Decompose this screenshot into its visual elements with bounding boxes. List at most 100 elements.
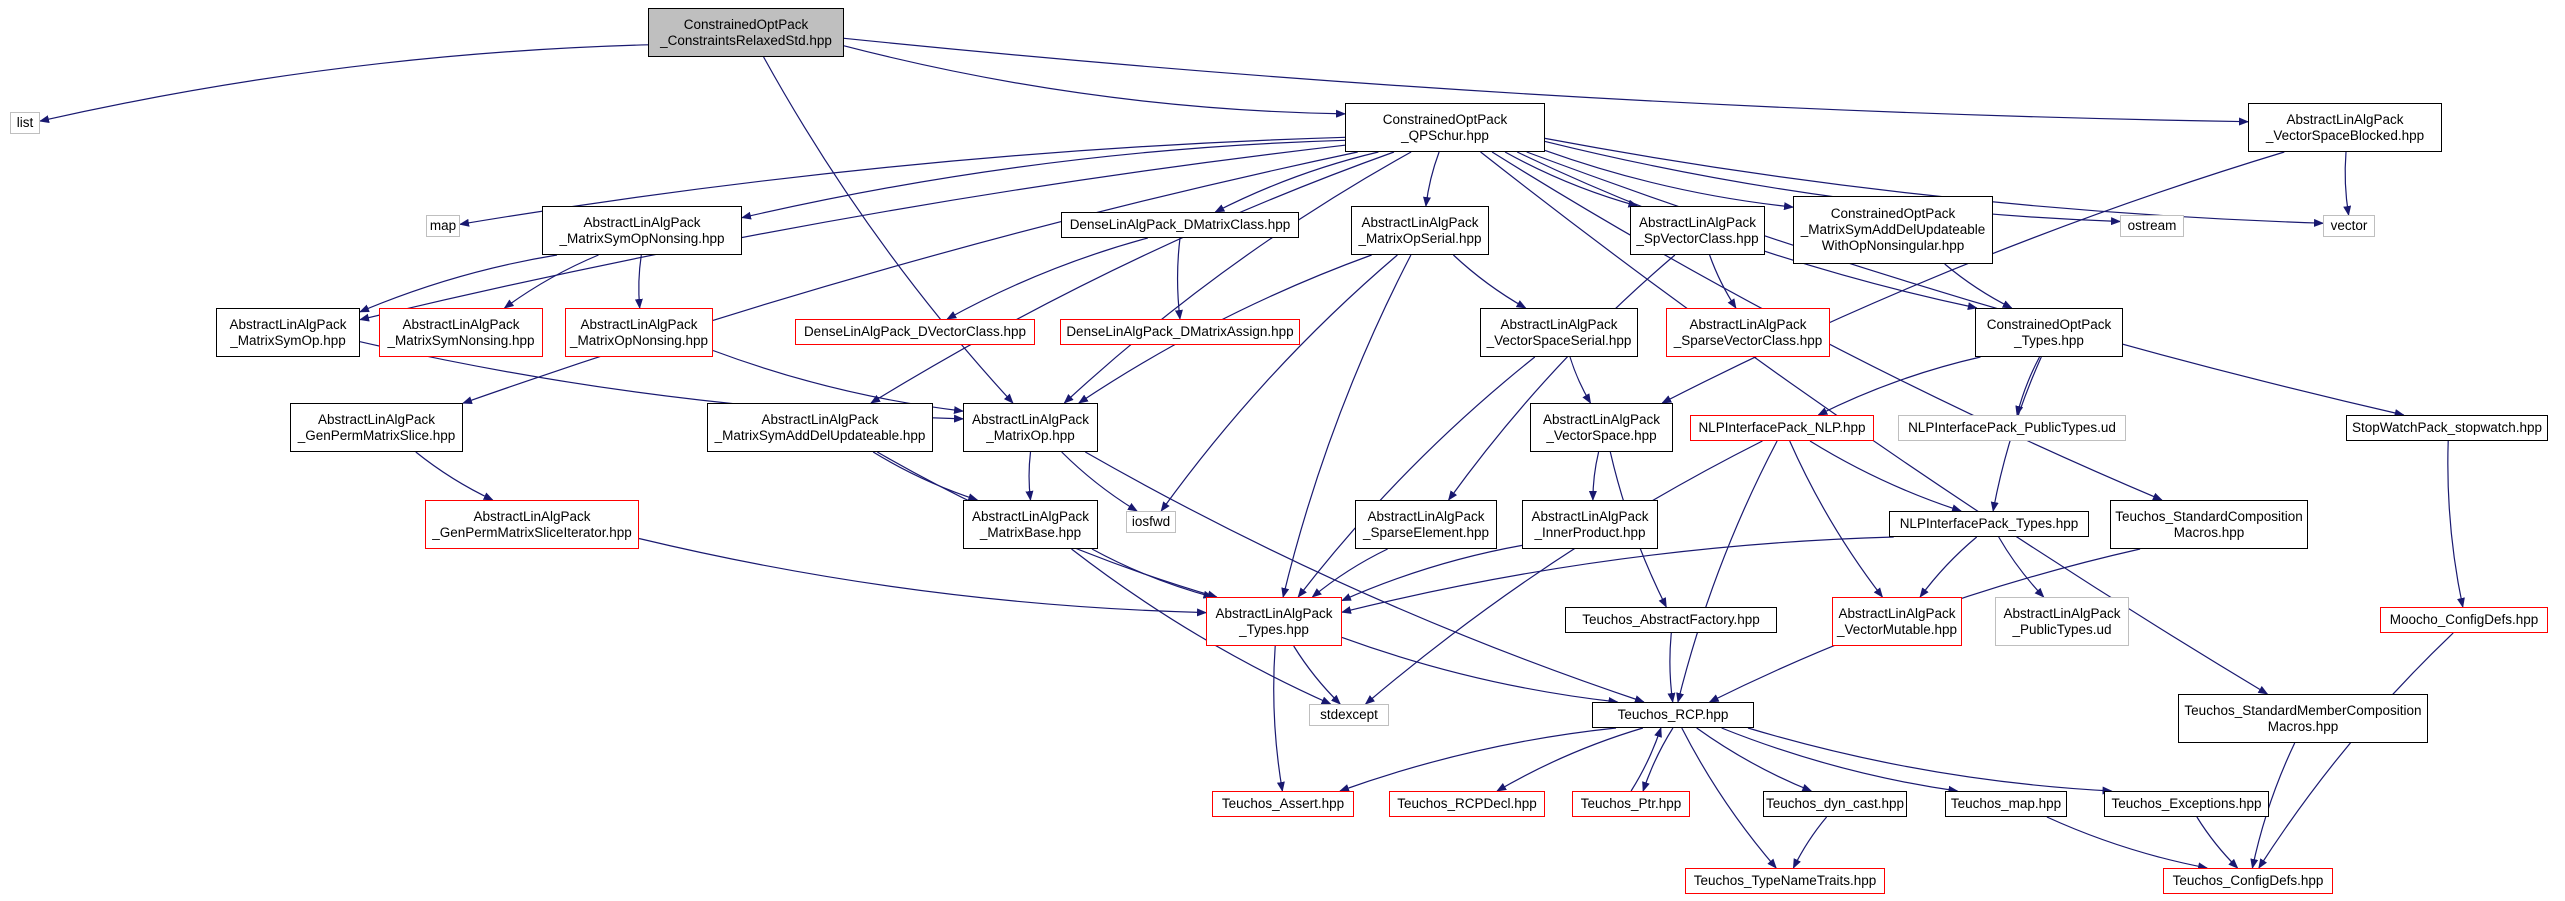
graph-edge-cop_types-to-nlp_pubtypes bbox=[2015, 356, 2041, 416]
graph-node-configdefs[interactable]: Teuchos_ConfigDefs.hpp bbox=[2163, 868, 2333, 894]
graph-node-list: list bbox=[10, 112, 40, 134]
graph-edge-msymopnons-to-msymop bbox=[359, 254, 558, 313]
graph-edge-mop-to-iosfwd bbox=[1061, 451, 1138, 512]
graph-edge-dmatrixclass-to-dmatrixassign bbox=[1174, 237, 1183, 320]
graph-node-alap_types[interactable]: AbstractLinAlgPack _Types.hpp bbox=[1206, 597, 1342, 646]
graph-node-genpermiter[interactable]: AbstractLinAlgPack _GenPermMatrixSliceIt… bbox=[425, 500, 639, 549]
graph-edge-qpschur-to-spvectorclass bbox=[1504, 151, 1639, 208]
graph-edge-vsblocked-to-vector bbox=[2343, 151, 2352, 216]
graph-node-msymopnons[interactable]: AbstractLinAlgPack _MatrixSymOpNonsing.h… bbox=[542, 206, 742, 255]
graph-edge-root-to-mop bbox=[763, 56, 1014, 404]
graph-edge-mop-to-mbase bbox=[1025, 451, 1034, 501]
graph-node-msymadddel[interactable]: AbstractLinAlgPack _MatrixSymAddDelUpdat… bbox=[707, 403, 933, 452]
graph-edge-root-to-qpschur bbox=[843, 45, 1346, 118]
graph-node-dmatrixassign[interactable]: DenseLinAlgPack_DMatrixAssign.hpp bbox=[1060, 319, 1300, 345]
graph-node-stopwatch[interactable]: StopWatchPack_stopwatch.hpp bbox=[2346, 415, 2548, 441]
edge-layer bbox=[39, 37, 2465, 871]
graph-node-msymnonsing[interactable]: AbstractLinAlgPack _MatrixSymNonsing.hpp bbox=[379, 308, 543, 357]
graph-edge-genpermiter-to-alap_types bbox=[638, 537, 1207, 617]
graph-edge-mop-to-rcp bbox=[1085, 451, 1645, 703]
graph-edge-spvectorclass-to-sparseelement bbox=[1448, 254, 1676, 501]
graph-edge-qpschur-to-mopserial bbox=[1423, 151, 1440, 207]
graph-edge-exceptions-to-configdefs bbox=[2196, 816, 2239, 869]
graph-edge-absfactory-to-rcp bbox=[1667, 632, 1676, 703]
graph-edge-genperm-to-genpermiter bbox=[415, 451, 494, 501]
graph-node-dyncast[interactable]: Teuchos_dyn_cast.hpp bbox=[1763, 791, 1907, 817]
graph-edge-rcp-to-ptr bbox=[1642, 727, 1674, 792]
graph-node-vector: vector bbox=[2323, 215, 2375, 237]
graph-node-ostream: ostream bbox=[2120, 215, 2184, 237]
graph-node-vspace[interactable]: AbstractLinAlgPack _VectorSpace.hpp bbox=[1530, 403, 1673, 452]
graph-edge-msymadddel-to-mbase bbox=[872, 451, 979, 502]
graph-node-stdcomp[interactable]: Teuchos_StandardComposition Macros.hpp bbox=[2110, 500, 2308, 549]
graph-node-assert[interactable]: Teuchos_Assert.hpp bbox=[1212, 791, 1354, 817]
graph-node-tmap[interactable]: Teuchos_map.hpp bbox=[1945, 791, 2067, 817]
graph-edge-alap_types-to-stdexcept bbox=[1293, 645, 1341, 705]
graph-edge-qpschur-to-genperm bbox=[462, 151, 1358, 404]
graph-node-mopnonsing[interactable]: AbstractLinAlgPack _MatrixOpNonsing.hpp bbox=[565, 308, 713, 357]
graph-node-sparseelement[interactable]: AbstractLinAlgPack _SparseElement.hpp bbox=[1355, 500, 1497, 549]
graph-edge-dyncast-to-typenametraits bbox=[1792, 816, 1828, 869]
graph-edge-qpschur-to-map bbox=[459, 136, 1346, 227]
graph-node-iosfwd: iosfwd bbox=[1126, 511, 1176, 533]
graph-node-nlp_types[interactable]: NLPInterfacePack_Types.hpp bbox=[1889, 511, 2089, 537]
graph-edge-mopnonsing-to-mop bbox=[712, 349, 964, 415]
graph-edge-qpschur-to-msymadddel bbox=[870, 151, 1395, 404]
graph-node-cop_types[interactable]: ConstrainedOptPack _Types.hpp bbox=[1975, 308, 2123, 357]
graph-node-qpschur[interactable]: ConstrainedOptPack _QPSchur.hpp bbox=[1345, 103, 1545, 152]
graph-edge-alap_types-to-assert bbox=[1273, 645, 1285, 792]
graph-node-spvectorclass[interactable]: AbstractLinAlgPack _SpVectorClass.hpp bbox=[1630, 206, 1765, 255]
graph-edge-nlp_types-to-vecmutable bbox=[1919, 536, 1978, 598]
graph-node-vsblocked[interactable]: AbstractLinAlgPack _VectorSpaceBlocked.h… bbox=[2248, 103, 2442, 152]
graph-node-genperm[interactable]: AbstractLinAlgPack _GenPermMatrixSlice.h… bbox=[290, 403, 463, 452]
graph-node-vsserial[interactable]: AbstractLinAlgPack _VectorSpaceSerial.hp… bbox=[1480, 308, 1638, 357]
graph-edge-rcp-to-exceptions bbox=[1747, 727, 2113, 795]
graph-edge-qpschur-to-stopwatch bbox=[1526, 151, 2405, 417]
graph-node-rcp[interactable]: Teuchos_RCP.hpp bbox=[1592, 702, 1754, 728]
graph-node-dmatrixclass[interactable]: DenseLinAlgPack_DMatrixClass.hpp bbox=[1061, 212, 1299, 238]
graph-node-rcpdecl[interactable]: Teuchos_RCPDecl.hpp bbox=[1389, 791, 1545, 817]
graph-edge-mopserial-to-iosfwd bbox=[1160, 254, 1398, 512]
graph-edge-innerproduct-to-alap_types bbox=[1341, 544, 1523, 602]
graph-node-stdmembercomp[interactable]: Teuchos_StandardMemberComposition Macros… bbox=[2178, 694, 2428, 743]
graph-node-innerproduct[interactable]: AbstractLinAlgPack _InnerProduct.hpp bbox=[1522, 500, 1658, 549]
graph-node-exceptions[interactable]: Teuchos_Exceptions.hpp bbox=[2104, 791, 2269, 817]
graph-node-msymop[interactable]: AbstractLinAlgPack _MatrixSymOp.hpp bbox=[216, 308, 360, 357]
graph-edge-rcp-to-assert bbox=[1339, 727, 1617, 792]
graph-edge-qpschur-to-dmatrixclass bbox=[1214, 151, 1379, 213]
graph-node-map: map bbox=[426, 215, 460, 237]
graph-node-ptr[interactable]: Teuchos_Ptr.hpp bbox=[1572, 791, 1690, 817]
graph-edge-stopwatch-to-moocho_cfg bbox=[2447, 440, 2465, 608]
graph-edge-rcp-to-rcpdecl bbox=[1496, 727, 1644, 792]
graph-edge-mopserial-to-vsserial bbox=[1452, 254, 1527, 309]
graph-edge-qpschur-to-msymadddelnons bbox=[1544, 149, 1794, 211]
graph-edge-nlp_types-to-alap_pubtypes bbox=[1998, 536, 2045, 598]
graph-node-msymadddelnons[interactable]: ConstrainedOptPack _MatrixSymAddDelUpdat… bbox=[1793, 196, 1993, 264]
graph-node-nlp[interactable]: NLPInterfacePack_NLP.hpp bbox=[1690, 415, 1874, 441]
graph-node-vecmutable[interactable]: AbstractLinAlgPack _VectorMutable.hpp bbox=[1832, 597, 1962, 646]
graph-node-mbase[interactable]: AbstractLinAlgPack _MatrixBase.hpp bbox=[963, 500, 1098, 549]
graph-edge-alap_types-to-rcp bbox=[1341, 636, 1619, 705]
graph-edge-root-to-list bbox=[39, 44, 649, 124]
graph-edge-rcp-to-dyncast bbox=[1696, 727, 1813, 792]
graph-node-mopserial[interactable]: AbstractLinAlgPack _MatrixOpSerial.hpp bbox=[1351, 206, 1489, 255]
graph-edge-msymopnons-to-msymnonsing bbox=[503, 254, 599, 309]
graph-node-absfactory[interactable]: Teuchos_AbstractFactory.hpp bbox=[1565, 607, 1777, 633]
graph-edge-sparseelement-to-alap_types bbox=[1311, 548, 1388, 598]
graph-node-root[interactable]: ConstrainedOptPack _ConstraintsRelaxedSt… bbox=[648, 8, 844, 57]
graph-node-sparsevectorclass[interactable]: AbstractLinAlgPack _SparseVectorClass.hp… bbox=[1666, 308, 1830, 357]
graph-edge-dmatrixclass-to-dvectorclass bbox=[946, 237, 1148, 320]
graph-edge-qpschur-to-mop bbox=[1063, 151, 1412, 404]
graph-edge-vsblocked-to-vspace bbox=[1661, 151, 2285, 404]
graph-edge-nlp-to-vecmutable bbox=[1789, 440, 1884, 598]
graph-node-mop[interactable]: AbstractLinAlgPack _MatrixOp.hpp bbox=[963, 403, 1098, 452]
graph-edge-root-to-vsblocked bbox=[843, 37, 2249, 126]
graph-node-stdexcept: stdexcept bbox=[1309, 704, 1389, 726]
graph-edge-spvectorclass-to-sparsevectorclass bbox=[1709, 254, 1737, 309]
graph-edge-moocho_cfg-to-configdefs bbox=[2258, 632, 2454, 869]
graph-edge-nlp-to-nlp_types bbox=[1809, 440, 1962, 513]
graph-node-moocho_cfg[interactable]: Moocho_ConfigDefs.hpp bbox=[2380, 607, 2548, 633]
graph-node-typenametraits[interactable]: Teuchos_TypeNameTraits.hpp bbox=[1685, 868, 1885, 894]
graph-node-dvectorclass[interactable]: DenseLinAlgPack_DVectorClass.hpp bbox=[795, 319, 1035, 345]
graph-edge-tmap-to-configdefs bbox=[2046, 816, 2209, 871]
